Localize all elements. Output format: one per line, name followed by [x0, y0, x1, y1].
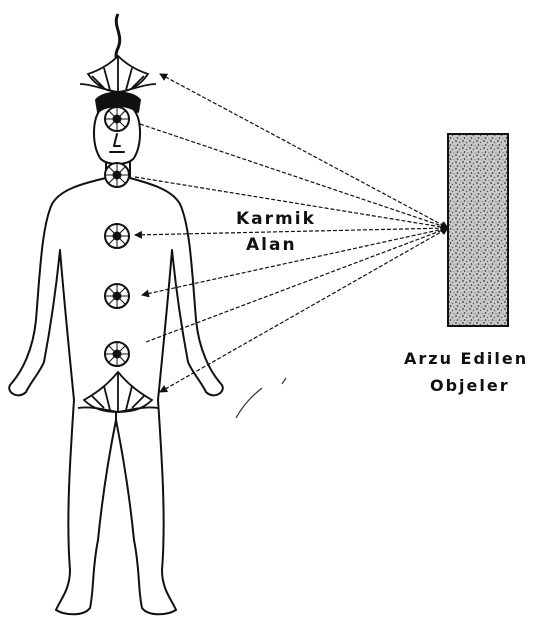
root-lotus-icon [78, 372, 158, 412]
chakra-solar-plexus-icon [105, 284, 129, 308]
chakra-third-eye-icon [105, 107, 129, 131]
connection-heart [135, 228, 448, 235]
chakra-throat-icon [105, 163, 129, 187]
stray-strokes [236, 378, 286, 418]
chakra-sacral-icon [105, 342, 129, 366]
chakra-heart-icon [105, 224, 129, 248]
crown-lotus-icon [80, 14, 156, 92]
desired-objects-label-line1: Arzu Edilen [404, 349, 528, 368]
desired-objects-block [448, 134, 508, 326]
nose [114, 134, 120, 146]
karmic-connections [135, 74, 448, 392]
karmic-field-label-line1: Karmik [236, 209, 316, 229]
desired-objects-label-line2: Objeler [430, 376, 510, 395]
karmic-field-label-line2: Alan [246, 235, 297, 255]
connection-sacral [146, 228, 448, 342]
